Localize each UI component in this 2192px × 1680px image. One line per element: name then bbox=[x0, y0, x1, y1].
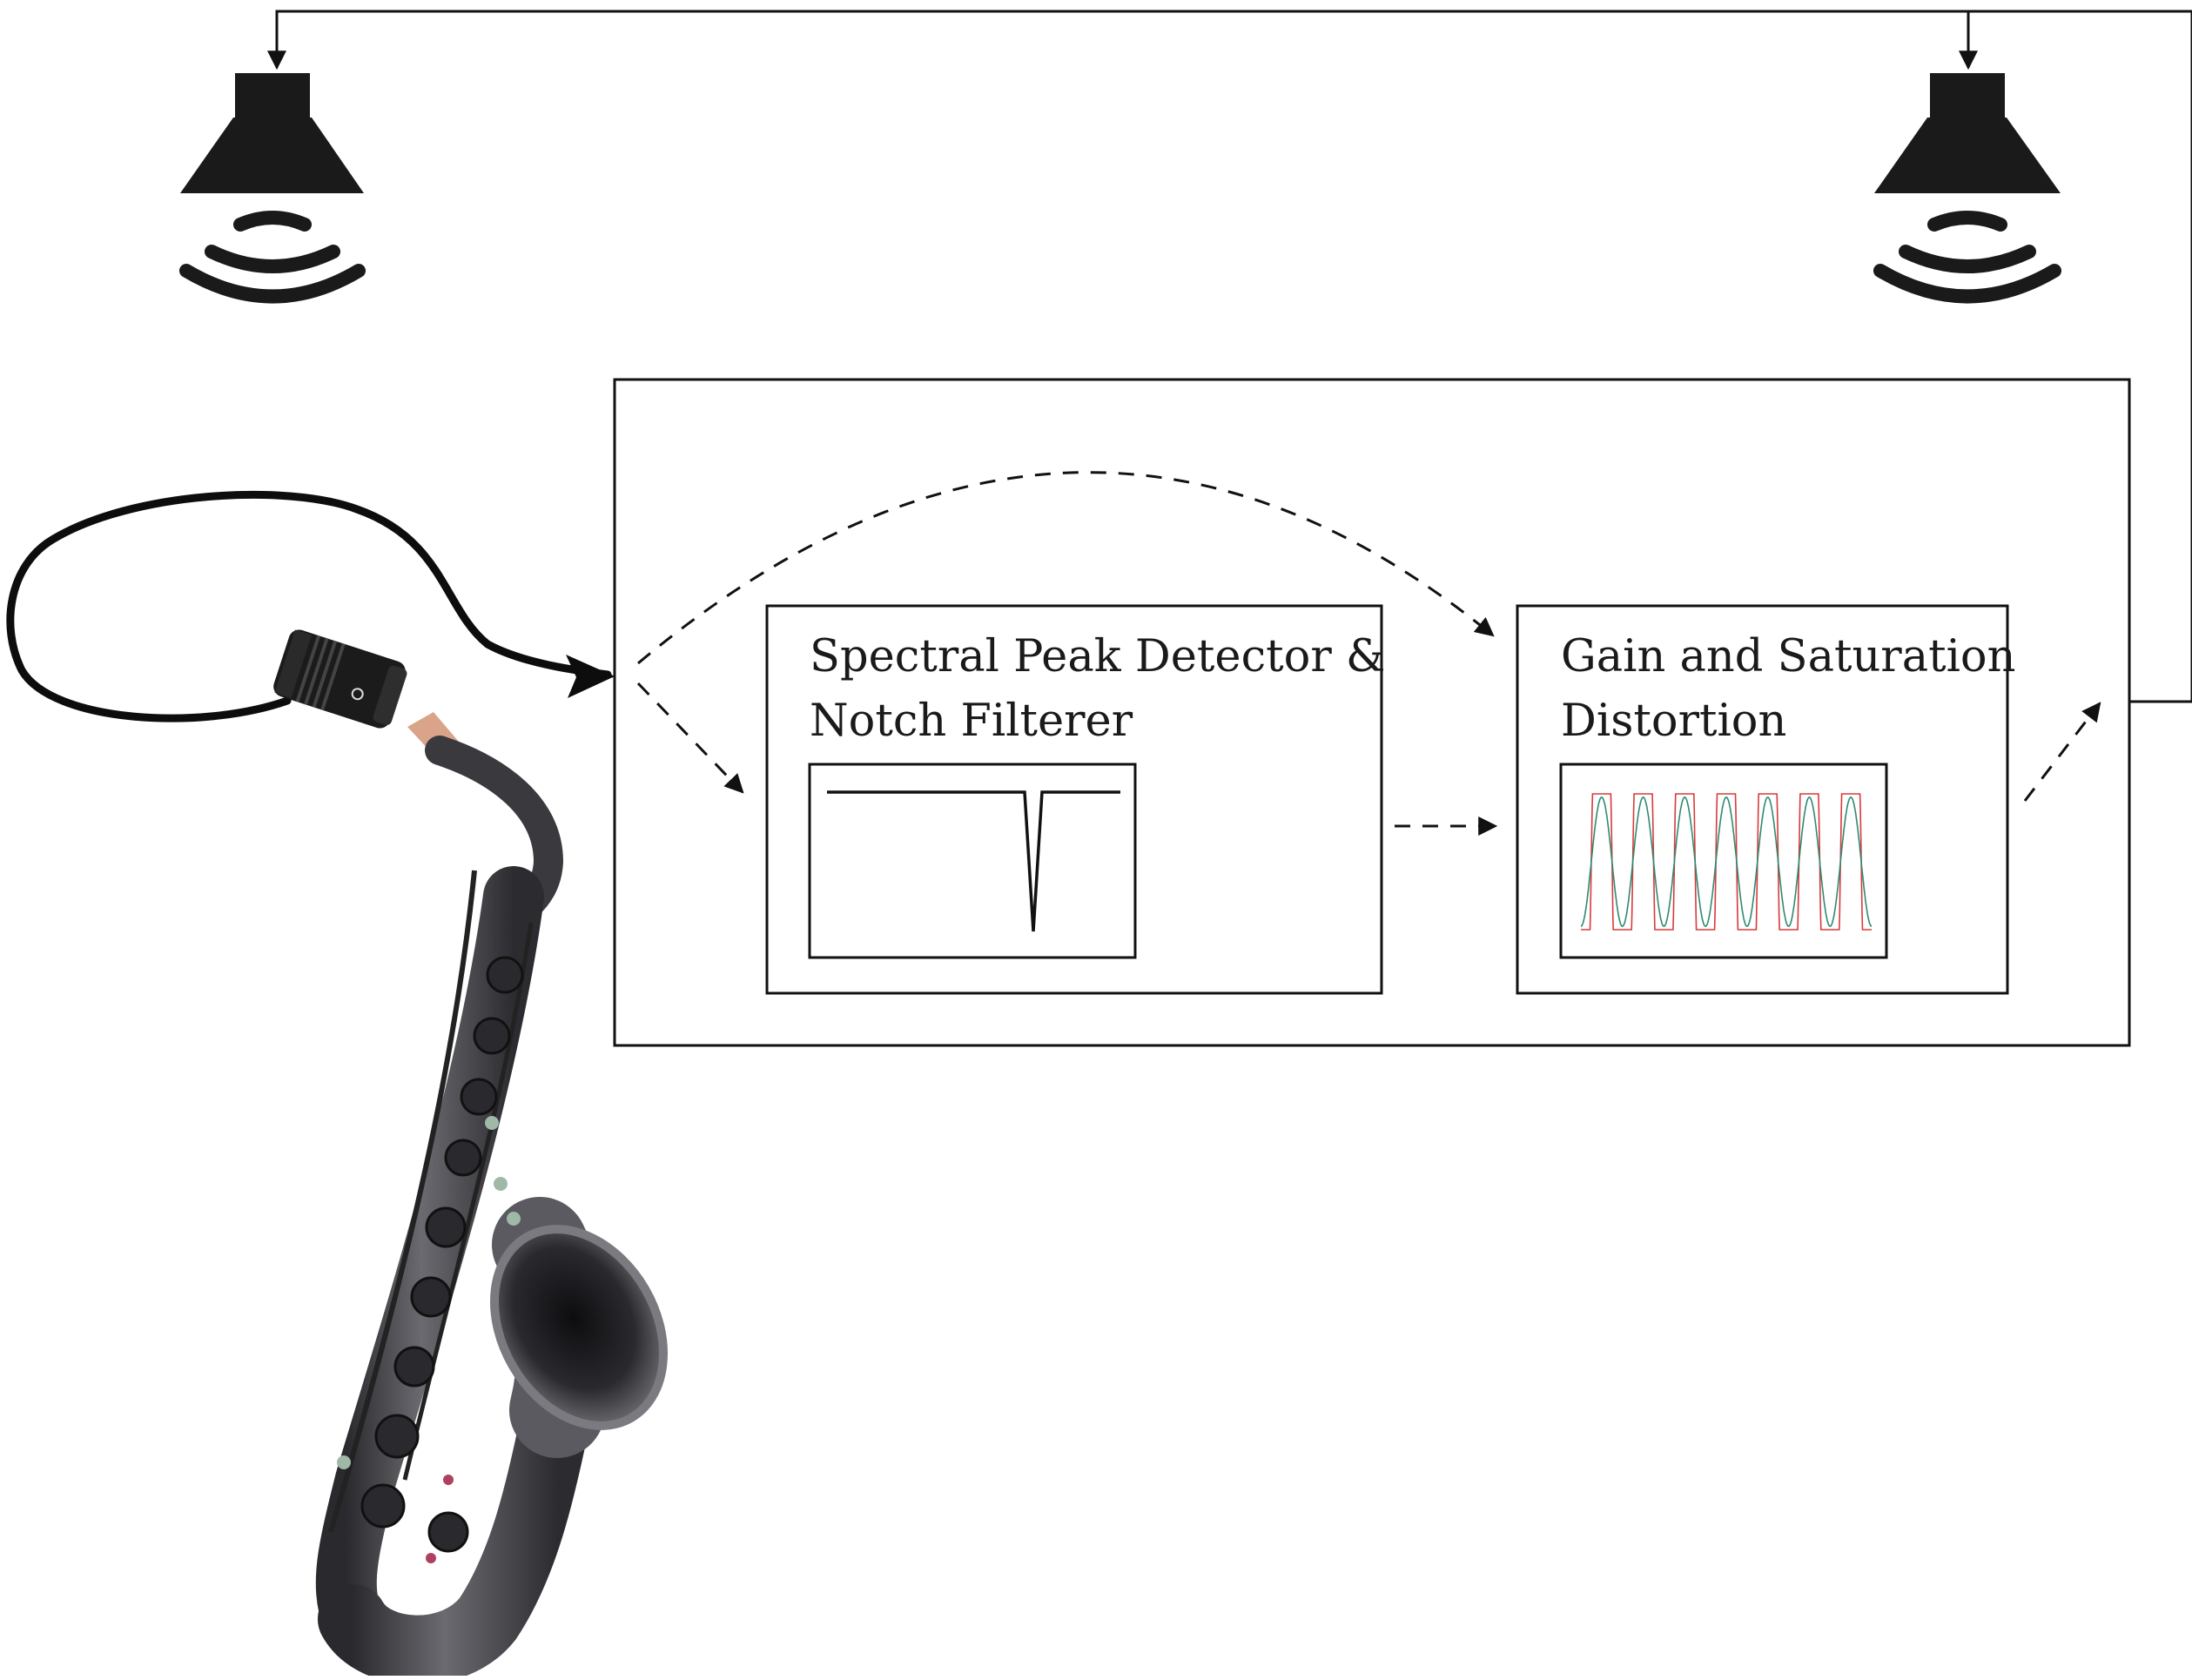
gain-block-title-line2: Distortion bbox=[1561, 696, 1787, 747]
microphone-icon bbox=[273, 629, 407, 729]
signal-paths bbox=[636, 471, 2101, 836]
notch-block-title-line2: Notch Filterer bbox=[810, 696, 1133, 747]
speaker-left-icon bbox=[179, 73, 366, 304]
processing-unit-box bbox=[613, 378, 2131, 1047]
clean-waveform bbox=[1580, 796, 1873, 927]
speaker-right-icon bbox=[1873, 73, 2061, 304]
feedback-wire bbox=[267, 10, 2192, 703]
notch-block-title-line1: Spectral Peak Detector & bbox=[810, 631, 1386, 682]
saxophone-icon bbox=[315, 712, 668, 1680]
distortion-waveform-plot bbox=[1559, 763, 1888, 959]
notch-response-plot bbox=[808, 763, 1137, 959]
gain-block-title-line1: Gain and Saturation bbox=[1561, 631, 2016, 682]
saturated-waveform bbox=[1581, 793, 1872, 931]
cable-arrow-head bbox=[566, 655, 615, 698]
